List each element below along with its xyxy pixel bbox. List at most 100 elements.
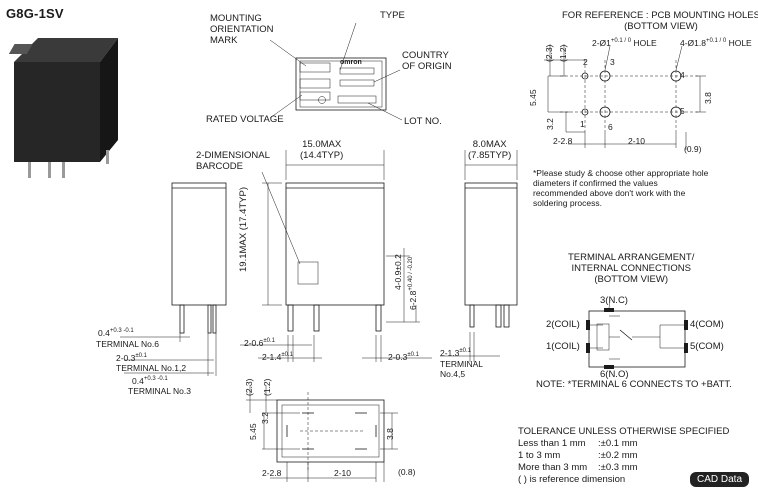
lot-no-label: LOT NO. xyxy=(404,116,442,127)
pcb-title: FOR REFERENCE : PCB MOUNTING HOLES (BOTT… xyxy=(562,10,758,32)
hole-4-value: 4-Ø1.8 xyxy=(680,37,706,48)
terminal-45-label: TERMINAL No.4,5 xyxy=(440,359,483,379)
side-width-dim: 8.0MAX (7.85TYP) xyxy=(468,139,511,161)
pcb-dim-32: 3.2 xyxy=(545,118,555,130)
terminal-coil1-label: 1(COIL) xyxy=(546,341,580,352)
omron-logo: omron xyxy=(340,59,362,66)
tolerance-title: TOLERANCE UNLESS OTHERWISE SPECIFIED xyxy=(518,426,730,437)
pcb-pin-3: 3 xyxy=(610,57,615,67)
barcode-line2: BARCODE xyxy=(196,161,243,172)
dim-2-03-left: 2-0.3±0.1 xyxy=(116,351,147,363)
type-label: TYPE xyxy=(380,10,405,21)
hole-2-word: HOLE xyxy=(633,37,657,48)
dim-2-13-tol: ±0.1 xyxy=(459,348,472,354)
pcb-pin-4: 4 xyxy=(680,70,685,80)
dim-2-03-left-value: 2-0.3 xyxy=(116,352,136,363)
barcode-line1: 2-DIMENSIONAL xyxy=(196,150,270,161)
bottom-dim-12: (1.2) xyxy=(262,378,272,396)
dim-2-03-left-tol: ±0.1 xyxy=(135,353,148,359)
tolerance-range: More than 3 mm xyxy=(518,462,588,473)
mounting-mark-label: MOUNTING ORIENTATION MARK xyxy=(210,13,274,46)
dim-2-03-right: 2-0.3±0.1 xyxy=(388,350,419,362)
pcb-note-line1: *Please study & choose other appropriate… xyxy=(533,168,709,178)
bottom-dim-23: (2.3) xyxy=(244,378,254,396)
pcb-note-line4: soldering process. xyxy=(533,198,602,208)
tolerance-row: Less than 1 mm :±0.1 mm xyxy=(518,438,638,449)
front-height-max: 19.1MAX xyxy=(238,232,249,272)
pcb-dim-210: 2-10 xyxy=(628,136,646,146)
front-width-max: 15.0MAX xyxy=(302,139,342,150)
terminal-com4-label: 4(COM) xyxy=(690,319,724,330)
terminal-diagram xyxy=(586,299,688,369)
bottom-dim-210: 2-10 xyxy=(334,468,352,478)
cad-data-button[interactable]: CAD Data xyxy=(690,472,750,487)
pcb-pin-6: 6 xyxy=(608,122,613,132)
dim-2-13: 2-1.3±0.1 xyxy=(440,346,471,358)
bottom-dim-38: 3.8 xyxy=(385,428,395,440)
tolerance-value: :±0.1 mm xyxy=(598,438,638,449)
dim-2-06: 2-0.6±0.1 xyxy=(244,336,275,348)
pcb-dim-545: 5.45 xyxy=(528,89,538,106)
pcb-dim-12: (1.2) xyxy=(558,44,568,62)
hole-2-label: 2-Ø1+0.1 / 0 HOLE xyxy=(592,36,657,48)
top-view-drawing xyxy=(269,22,403,121)
terminal-com5-label: 5(COM) xyxy=(690,341,724,352)
barcode-label: 2-DIMENSIONAL BARCODE xyxy=(196,150,270,172)
tolerance-value: :±0.2 mm xyxy=(598,450,638,461)
bottom-dim-08: (0.8) xyxy=(398,467,416,477)
side-width-max: 8.0MAX xyxy=(472,139,507,150)
terminal-note: NOTE: *TERMINAL 6 CONNECTS TO +BATT. xyxy=(536,379,732,390)
country-label: COUNTRY OF ORIGIN xyxy=(402,50,452,72)
terminal-12-label: TERMINAL No.1,2 xyxy=(116,363,187,373)
terminal-3-label: TERMINAL No.3 xyxy=(128,386,191,396)
hole-4-word: HOLE xyxy=(728,37,752,48)
country-line1: COUNTRY xyxy=(402,50,449,61)
pcb-dim-09: (0.9) xyxy=(684,144,702,154)
tolerance-row: 1 to 3 mm :±0.2 mm xyxy=(518,450,638,461)
hole-4-label: 4-Ø1.8+0.1 / 0 HOLE xyxy=(680,36,752,48)
bottom-dim-545: 5.45 xyxy=(248,423,258,440)
pcb-pin-2: 2 xyxy=(583,57,588,67)
front-width-typ: (14.4TYP) xyxy=(300,150,344,161)
terminal-coil2-label: 2(COIL) xyxy=(546,319,580,330)
dim-6-28-tol: +0.40 / -0.20 xyxy=(408,256,414,291)
bottom-dim-32: 3.2 xyxy=(260,412,270,424)
hole-4-tol: +0.1 / 0 xyxy=(706,38,727,44)
pcb-dim-38: 3.8 xyxy=(703,92,713,104)
dim-6-28: 6-2.8+0.40 / -0.20 xyxy=(406,257,418,310)
dim-04-a-tol: +0.3 -0.1 xyxy=(109,328,134,334)
pcb-holes-drawing xyxy=(544,44,706,150)
tolerance-range: 1 to 3 mm xyxy=(518,450,561,461)
side-width-typ: (7.85TYP) xyxy=(468,150,512,161)
dim-2-13-value: 2-1.3 xyxy=(440,347,460,358)
terminal-title-line3: (BOTTOM VIEW) xyxy=(594,274,669,285)
left-view-drawing xyxy=(120,182,227,376)
bottom-view-drawing xyxy=(246,385,398,482)
terminal-45-line2: No.4,5 xyxy=(440,369,466,379)
pcb-dim-23: (2.3) xyxy=(544,44,554,62)
dim-2-06-tol: ±0.1 xyxy=(263,338,276,344)
dim-2-14: 2-1.4±0.1 xyxy=(262,350,293,362)
dim-4-09: 4-0.9±0.2 xyxy=(393,254,403,290)
country-line2: OF ORIGIN xyxy=(402,61,452,72)
dim-2-06-value: 2-0.6 xyxy=(244,337,264,348)
pcb-note-line2: diameters if confirmed the values xyxy=(533,178,658,188)
dim-04-b-value: 0.4 xyxy=(132,375,144,386)
relay-photo xyxy=(8,38,118,178)
dim-2-14-value: 2-1.4 xyxy=(262,351,282,362)
pcb-title-line1: FOR REFERENCE : PCB MOUNTING HOLES xyxy=(562,10,758,21)
side-view-drawing xyxy=(440,150,518,362)
hole-2-tol: +0.1 / 0 xyxy=(610,38,632,44)
hole-2-value: 2-Ø1 xyxy=(592,37,611,48)
dim-2-14-tol: ±0.1 xyxy=(281,352,294,358)
terminal-no-label: 6(N.O) xyxy=(600,369,629,380)
dim-2-03-right-tol: ±0.1 xyxy=(407,352,420,358)
terminal-title-line2: INTERNAL CONNECTIONS xyxy=(571,263,691,274)
dim-6-28-value: 6-2.8 xyxy=(407,290,418,310)
tolerance-range: Less than 1 mm xyxy=(518,438,586,449)
dim-04-b: 0.4+0.3 -0.1 xyxy=(132,374,168,386)
reference-note: ( ) is reference dimension xyxy=(518,474,626,485)
terminal-title: TERMINAL ARRANGEMENT/ INTERNAL CONNECTIO… xyxy=(568,252,694,285)
pcb-dim-28: 2-2.8 xyxy=(553,136,573,146)
